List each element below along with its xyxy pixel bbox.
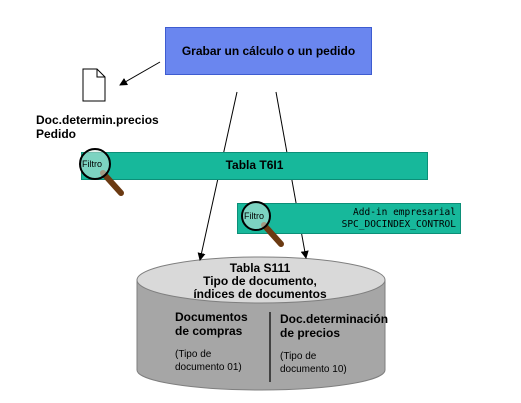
table-s111-title: Tabla S111 Tipo de documento, índices de… <box>150 262 370 301</box>
magnifier-icon <box>79 148 124 196</box>
document-label-line1: Doc.determin.precios <box>36 113 159 127</box>
addin-line1: Add-in empresarial <box>353 207 456 218</box>
document-icon <box>82 68 106 102</box>
table-t681-filter-label: Filtro <box>82 159 102 169</box>
table-t681-title: Tabla T6I1 <box>225 158 284 172</box>
document-label: Doc.determin.precios Pedido <box>36 113 159 141</box>
segment-right-sub2: documento 10) <box>280 364 347 375</box>
action-box: Grabar un cálculo o un pedido <box>165 27 372 75</box>
table-t681-bar: Tabla T6I1 <box>81 152 428 180</box>
segment-right-sub1: (Tipo de <box>280 351 317 362</box>
action-box-label: Grabar un cálculo o un pedido <box>181 44 356 58</box>
segment-purchasing-docs: Documentos de compras (Tipo de documento… <box>175 310 267 374</box>
arrow-to-document <box>119 61 161 86</box>
magnifier-icon <box>241 201 284 247</box>
segment-pricing-docs: Doc.determinación de precios (Tipo de do… <box>280 312 392 376</box>
segment-left-sub1: (Tipo de <box>175 349 212 360</box>
addin-line2: SPC_DOCINDEX_CONTROL <box>341 219 456 230</box>
cylinder-top <box>136 256 386 304</box>
document-label-line2: Pedido <box>36 127 77 141</box>
cylinder-body <box>136 279 386 391</box>
segment-left-sub2: documento 01) <box>175 362 242 373</box>
addin-bar: Add-in empresarial SPC_DOCINDEX_CONTROL <box>237 203 461 234</box>
segment-right-title1: Doc.determinación <box>280 312 389 326</box>
addin-text: Add-in empresarial SPC_DOCINDEX_CONTROL <box>342 207 456 231</box>
segment-right-title2: de precios <box>280 326 341 340</box>
segment-left-title1: Documentos <box>175 310 248 324</box>
addin-filter-label: Filtro <box>244 211 264 221</box>
segment-left-title2: de compras <box>175 324 243 338</box>
table-s111-line1: Tabla S111 <box>229 261 291 275</box>
table-s111-line2: Tipo de documento, <box>203 274 317 288</box>
table-s111-line3: índices de documentos <box>193 287 327 301</box>
